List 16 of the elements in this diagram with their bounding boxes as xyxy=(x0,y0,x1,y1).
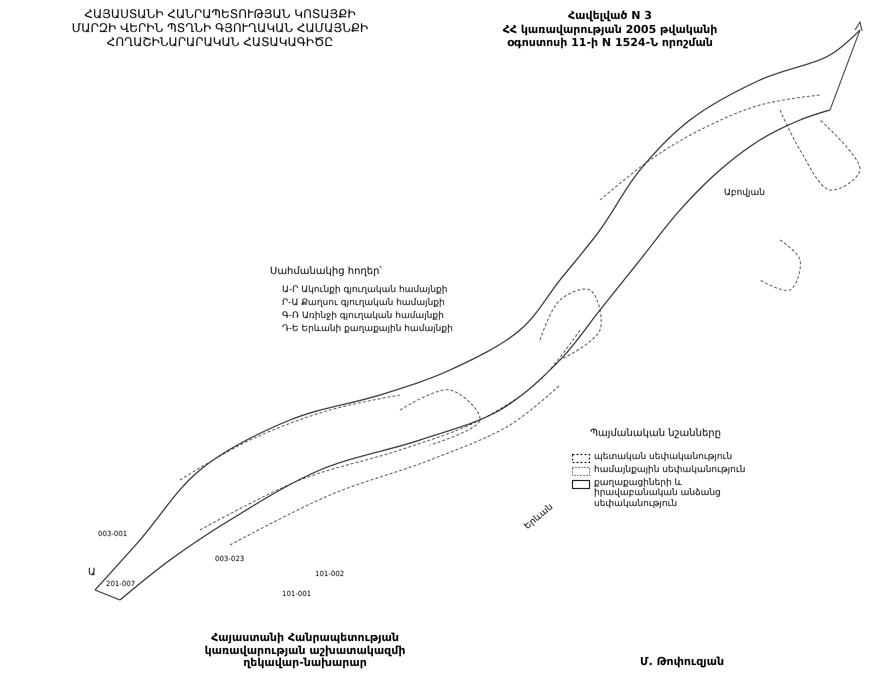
legend-label: քաղաքացիների և իրավաբանական անձանց սեփականություն xyxy=(594,478,722,510)
decree-reference: ՀՀ կառավարության 2005 թվականի օգոստոսի 11-ի N 1524-Ն որոշման xyxy=(502,24,718,50)
place-label: Աբովյան xyxy=(724,188,765,198)
legend-label: պետական սեփականություն xyxy=(594,452,732,462)
legend-heading: Պայմանական նշանները xyxy=(590,428,721,440)
adjacent-land-note: Ա-Ր Ակունքի գյուղական համայնքի xyxy=(282,285,448,296)
map-title: ՀԱՅԱՍՏԱՆԻ ՀԱՆՐԱՊԵՏՈՒԹՅԱՆ ԿՈՏԱՅՔԻ ՄԱՐԶԻ ՎԵՐԻՆ ՊՏՂՆԻ ԳՅՈՒՂԱԿԱՆ ՀԱՄԱՅՆՔԻ ՀՈՂԱՇԻՆԱՐԱՐԱԿԱՆ ՀԱՏԱԿԱԳԻԾԸ xyxy=(70,8,370,50)
signatory-name: Մ. Թոփուզյան xyxy=(640,656,724,669)
adjacent-land-note: Գ-Ռ Առինջի գյուղական համայնքի xyxy=(282,311,444,322)
boundary-letter: Ա xyxy=(88,567,96,578)
legend-label: համայնքային սեփականություն xyxy=(594,465,746,476)
adjacent-land-note: Ր-Ա Քաղսու գյուղական համայնքի xyxy=(282,298,445,308)
appendix-heading: Հավելված N 3 xyxy=(567,10,653,23)
adjacent-lands-heading: Սահմանակից հողեր՝ xyxy=(270,266,382,278)
adjacent-land-note: Դ-Ե Երևանի քաղաքային համայնքի xyxy=(282,324,453,334)
signatory-title: Հայաստանի Հանրապետության կառավարության աշխատակազմի ղեկավար-նախարար xyxy=(204,632,406,670)
